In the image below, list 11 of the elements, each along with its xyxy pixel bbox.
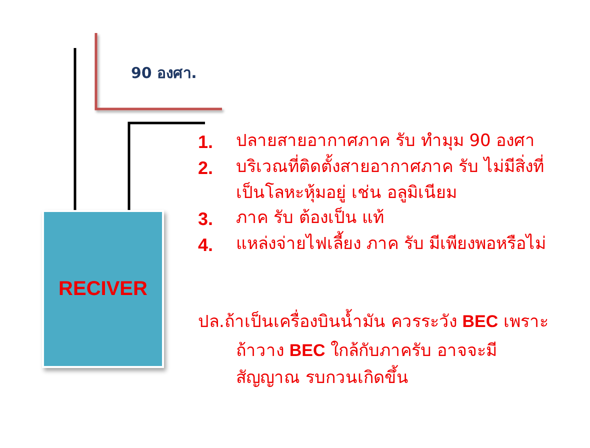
list-number: 2. [198, 157, 214, 180]
list-item: แหล่งจ่ายไฟเลี้ยง ภาค รับ มีเพียงพอหรือไม่ [236, 232, 576, 258]
list-item: บริเวณที่ติดตั้งสายอากาศภาค รับ ไม่มีสิ่งที่เป็นโลหะหุ้มอยู่ เช่น อลูมิเนียม [236, 155, 561, 206]
list-number: 3. [198, 208, 214, 231]
note-text: ปล.ถ้าเป็นเครื่องบินน้ำมัน ควรระวัง BEC เพราะถ้าวาง BEC ใกล้กับภาครับ อาจจะมีสัญญาณ รบกวนเกิดขึ้น [198, 308, 556, 392]
angle-label: 90 องศา. [131, 63, 197, 84]
receiver-box: RECIVER [42, 210, 164, 368]
list-number: 1. [198, 131, 214, 154]
list-number: 4. [198, 234, 214, 257]
list-item: ภาค รับ ต้องเป็น แท้ [236, 206, 386, 230]
list-item: ปลายสายอากาศภาค รับ ทำมุม 90 องศา [236, 130, 536, 153]
